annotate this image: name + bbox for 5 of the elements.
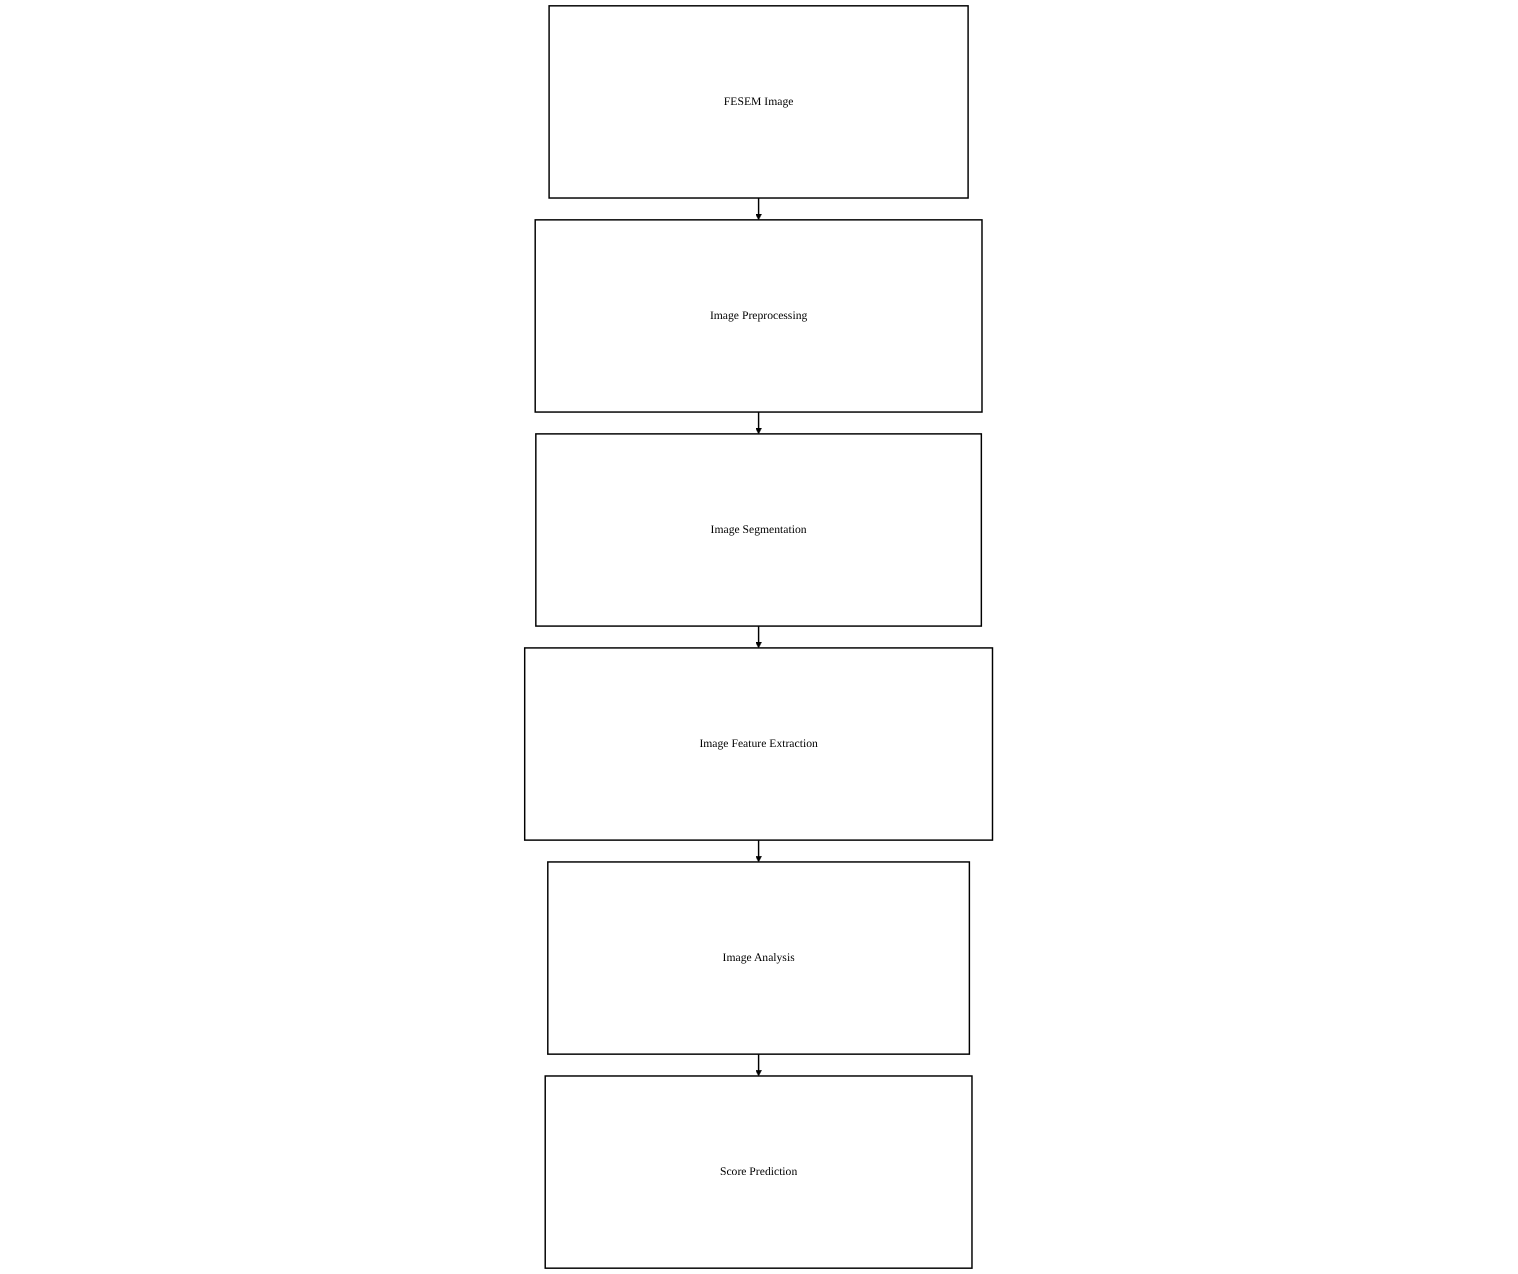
arrow — [755, 197, 763, 221]
arrow — [755, 1053, 763, 1077]
arrow — [755, 625, 763, 649]
arrow — [755, 411, 763, 435]
arrow — [755, 839, 763, 863]
